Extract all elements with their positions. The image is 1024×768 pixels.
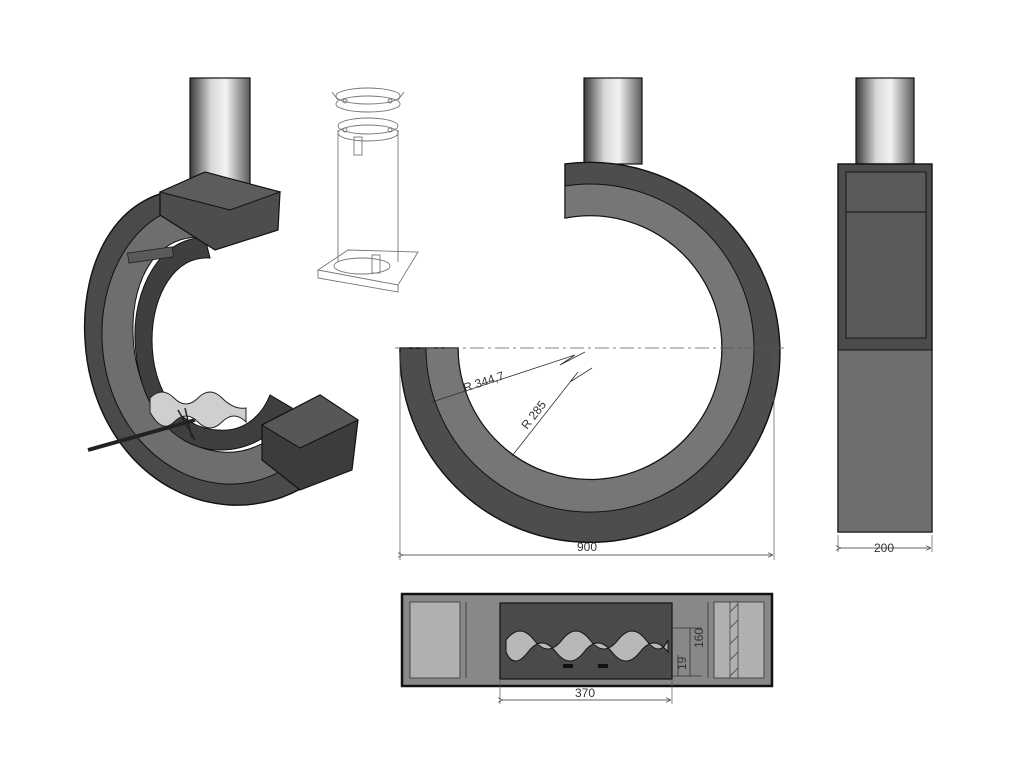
front-view: R 344,7 R 285 900: [395, 77, 785, 560]
isometric-view: [83, 77, 360, 506]
burner-length-label: 370: [575, 686, 595, 700]
burner-height-label: 160: [692, 628, 706, 648]
radius-leader-outer: [431, 351, 586, 403]
iso-ring-inner: [134, 237, 293, 451]
iso-burner-wave: [149, 391, 247, 429]
burner-inset-label: 19: [675, 656, 689, 670]
front-pipe: [583, 77, 643, 165]
mounting-bracket-sketch: [316, 87, 419, 293]
top-view: 160 19 370: [400, 592, 774, 704]
iso-lighter-rod: [87, 418, 196, 452]
depth-label: 200: [874, 541, 894, 555]
width-label: 900: [577, 540, 597, 554]
radius-leader-inner: [511, 367, 593, 457]
outer-radius-label: R 344,7: [462, 368, 507, 394]
front-ring-band: [425, 183, 755, 513]
burner-wave: [505, 630, 669, 662]
side-pipe: [855, 77, 915, 165]
side-view: 200: [838, 77, 933, 555]
